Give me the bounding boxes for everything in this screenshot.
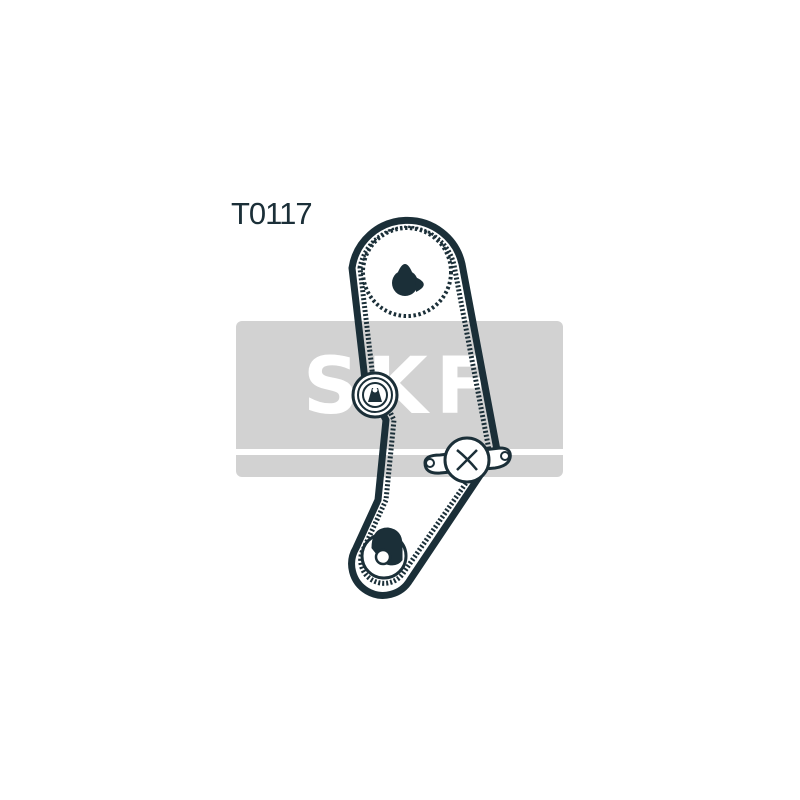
camshaft-pulley	[361, 226, 453, 318]
skf-logo-text: SKF	[303, 342, 497, 432]
part-number-title: T0117	[231, 196, 313, 231]
skf-logo: SKF	[236, 321, 563, 477]
tensioner-pulley	[351, 371, 399, 419]
water-pump	[423, 436, 512, 484]
impeller-icon	[456, 449, 478, 471]
timing-belt	[348, 216, 501, 599]
camshaft-hub-icon	[392, 270, 418, 296]
crankshaft-pulley	[360, 527, 408, 580]
